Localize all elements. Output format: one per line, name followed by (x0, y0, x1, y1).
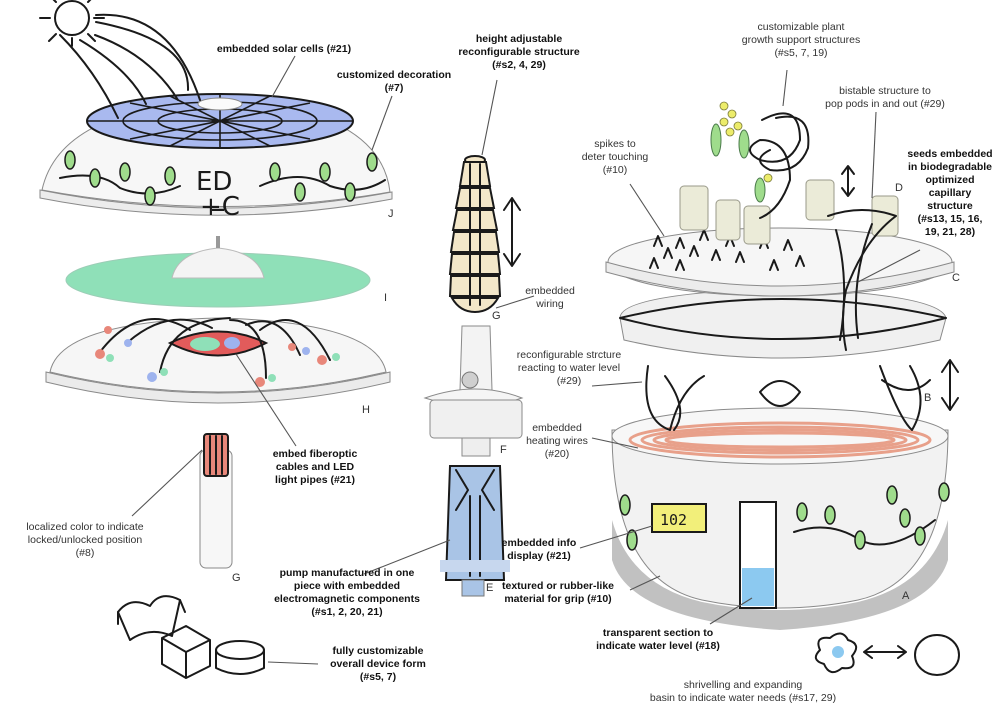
part-letter-j: J (388, 208, 394, 220)
custom-form-shapes-icon (117, 595, 265, 679)
info-display-value: 102 (660, 511, 687, 529)
height-column-part-g (448, 155, 521, 314)
planter-assembly: 102 (605, 101, 959, 630)
part-letter-g-bottom: G (232, 572, 241, 584)
leader-lines (131, 55, 921, 665)
part-letter-d: D (895, 182, 903, 194)
lid-text-line1: ED (196, 167, 232, 197)
label-customized-decoration: customized decoration(#7) (336, 69, 452, 94)
pump-part-e (440, 465, 510, 597)
lock-peg-part-g (199, 433, 233, 569)
part-letter-a: A (902, 590, 910, 602)
part-letter-i: I (384, 292, 388, 304)
part-letter-h: H (362, 404, 370, 416)
solar-dome-part-j: ED +C (39, 13, 393, 222)
led-base-part-h (45, 317, 391, 404)
part-letter-c: C (952, 272, 960, 284)
part-letter-f: F (500, 444, 507, 456)
sun-icon (39, 0, 105, 47)
part-letter-g-top: G (492, 310, 501, 322)
connector-part-f (423, 325, 524, 457)
part-letter-e: E (486, 582, 494, 594)
part-letter-b: B (924, 392, 932, 404)
lid-text-line2: +C (200, 192, 240, 222)
green-disk-part-i (65, 209, 371, 308)
basin-state-icons (814, 632, 960, 676)
label-embedded-solar-cells: embedded solar cells (#21) (216, 43, 352, 55)
